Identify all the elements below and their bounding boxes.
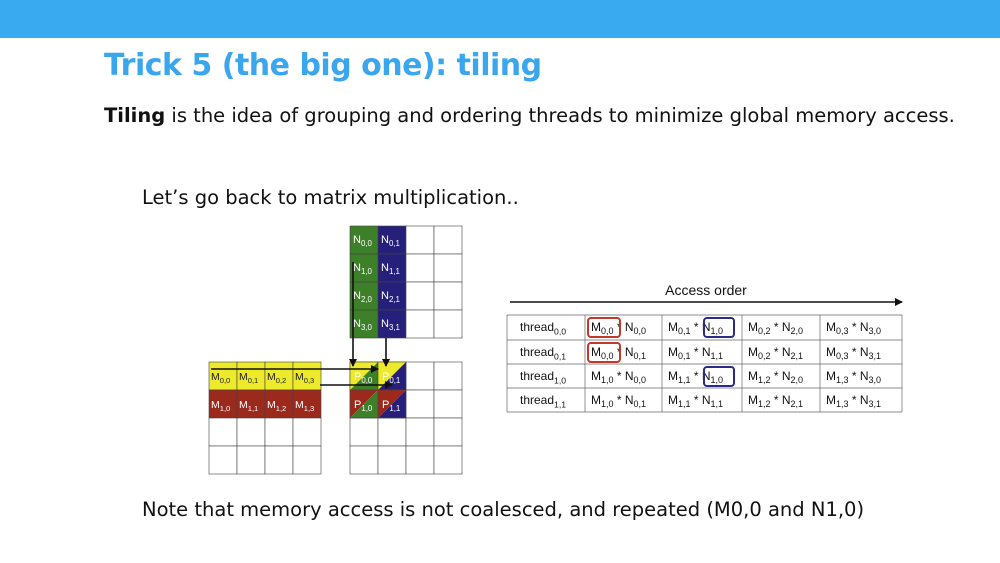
matrix-m-label: M0,2 [267, 371, 286, 385]
matrix-n-cell [349, 309, 379, 339]
matrix-n-cell [377, 309, 407, 339]
matrix-m-cell [292, 417, 322, 447]
access-term: M1,2 * N2,0 [748, 369, 803, 385]
matrix-p-cell [405, 361, 435, 391]
access-term: M0,0 * N0,1 [591, 345, 646, 361]
matrix-p-cell [349, 445, 379, 475]
matrix-n-label: N0,1 [381, 234, 401, 248]
matrix-m-cell [236, 445, 266, 475]
matrix-n-cell [349, 225, 379, 255]
access-term: M0,1 * N1,1 [668, 345, 723, 361]
matrix-n-cell [405, 225, 435, 255]
note-text: Note that memory access is not coalesced… [142, 498, 865, 521]
matrix-m-cell [236, 417, 266, 447]
p-cell-border [377, 389, 407, 419]
thread-label: thread0,1 [520, 345, 566, 361]
matrix-n-label: N1,1 [381, 262, 401, 276]
access-term: M1,3 * N3,0 [826, 369, 881, 385]
matrix-n-label: N1,0 [353, 262, 373, 276]
matrix-n-label: N0,0 [353, 234, 373, 248]
matrix-p-cell [433, 361, 463, 391]
matrix-m-label: M1,3 [295, 399, 314, 413]
matrix-n-cell [405, 309, 435, 339]
thread-label: thread0,0 [520, 320, 566, 336]
matrix-p-cell [349, 417, 379, 447]
highlight-box-blue [703, 317, 735, 338]
slide-title: Trick 5 (the big one): tiling [104, 48, 542, 83]
access-term: M0,3 * N3,0 [826, 320, 881, 336]
matrix-n-cell [433, 281, 463, 311]
access-term: M0,1 * N1,0 [668, 320, 723, 336]
access-term: M0,2 * N2,0 [748, 320, 803, 336]
matrix-n-label: N3,1 [381, 318, 401, 332]
matrix-m-label: M0,0 [211, 371, 230, 385]
matrix-n-cell [405, 281, 435, 311]
access-term: M0,2 * N2,1 [748, 345, 803, 361]
matrix-m-label: M0,3 [295, 371, 314, 385]
matrix-m-cell [292, 389, 322, 419]
access-order-label: Access order [665, 282, 747, 298]
matrix-n-label: N2,0 [353, 290, 373, 304]
matrix-p-cell [433, 417, 463, 447]
matrix-p-cell [377, 445, 407, 475]
intro-text: is the idea of grouping and ordering thr… [165, 104, 955, 127]
thread-label: thread1,1 [520, 393, 566, 409]
matrix-p-cell [377, 417, 407, 447]
access-term: M1,1 * N1,1 [668, 393, 723, 409]
matrix-n-cell [433, 225, 463, 255]
matrix-n-cell [433, 309, 463, 339]
thread-label: thread1,0 [520, 369, 566, 385]
matrix-p-cell [405, 389, 435, 419]
intro-paragraph: Tiling is the idea of grouping and order… [104, 104, 955, 127]
access-term: M1,3 * N3,1 [826, 393, 881, 409]
matrix-n-cell [433, 253, 463, 283]
access-term: M1,0 * N0,0 [591, 369, 646, 385]
matrix-p-cell [405, 445, 435, 475]
access-term: M0,3 * N3,1 [826, 345, 881, 361]
matrix-p-cell [405, 417, 435, 447]
highlight-box-blue [703, 366, 735, 387]
matrix-m-cell [208, 445, 238, 475]
matrix-n-cell [405, 253, 435, 283]
matrix-m-cell [208, 417, 238, 447]
highlight-box-red [587, 317, 621, 338]
matrix-m-label: M0,1 [239, 371, 258, 385]
matrix-m-cell [208, 361, 238, 391]
p-cell-triangle-n [378, 390, 406, 418]
matrix-n-label: N3,0 [353, 318, 373, 332]
p-cell-triangle-n [350, 390, 378, 418]
matrix-m-cell [264, 445, 294, 475]
access-term: M0,0 * N0,0 [591, 320, 646, 336]
matrix-p-cell [433, 445, 463, 475]
top-accent-bar [0, 0, 1000, 38]
access-term: M1,2 * N2,1 [748, 393, 803, 409]
matrix-m-cell [264, 389, 294, 419]
subheading: Let’s go back to matrix multiplication.. [142, 186, 519, 209]
matrix-m-label: M1,2 [267, 399, 286, 413]
matrix-p-label: P0,0 [354, 371, 373, 385]
matrix-p-label: P1,0 [354, 399, 373, 413]
matrix-m-label: M1,0 [211, 399, 230, 413]
matrix-m-label: M1,1 [239, 399, 258, 413]
access-term: M1,0 * N0,1 [591, 393, 646, 409]
matrix-m-cell [292, 445, 322, 475]
matrix-p-label: P0,1 [382, 371, 401, 385]
access-term: M1,1 * N1,0 [668, 369, 723, 385]
matrix-n-cell [349, 281, 379, 311]
matrix-p-label: P1,1 [382, 399, 401, 413]
matrix-n-label: N2,1 [381, 290, 401, 304]
matrix-n-cell [377, 225, 407, 255]
intro-bold-term: Tiling [104, 104, 166, 127]
matrix-m-cell [236, 361, 266, 391]
highlight-box-red [587, 342, 621, 363]
matrix-m-cell [264, 417, 294, 447]
matrix-p-cell [433, 389, 463, 419]
